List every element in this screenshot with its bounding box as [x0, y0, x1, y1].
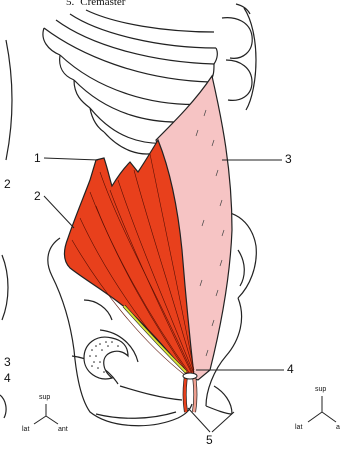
orientation-right-ant: a [336, 424, 340, 431]
margin-number-2: 2 [4, 178, 11, 190]
label-4: 4 [287, 363, 294, 375]
label-3: 3 [285, 153, 292, 165]
orientation-right-sup: sup [315, 386, 326, 393]
pubic-ring [84, 337, 128, 379]
orientation-left-lat: lat [22, 426, 29, 433]
label-1: 1 [34, 152, 41, 164]
orientation-compass-right [308, 396, 336, 422]
orientation-compass-left [34, 404, 58, 424]
vertebral-column [222, 4, 256, 110]
orientation-left-ant: ant [58, 426, 68, 433]
margin-number-3: 3 [4, 356, 11, 368]
margin-number-4: 4 [4, 372, 11, 384]
label-5: 5 [206, 434, 213, 446]
orientation-left-sup: sup [39, 394, 50, 401]
label-2: 2 [34, 190, 41, 202]
orientation-right-lat: lat [295, 424, 302, 431]
cremaster-strands [183, 373, 197, 412]
